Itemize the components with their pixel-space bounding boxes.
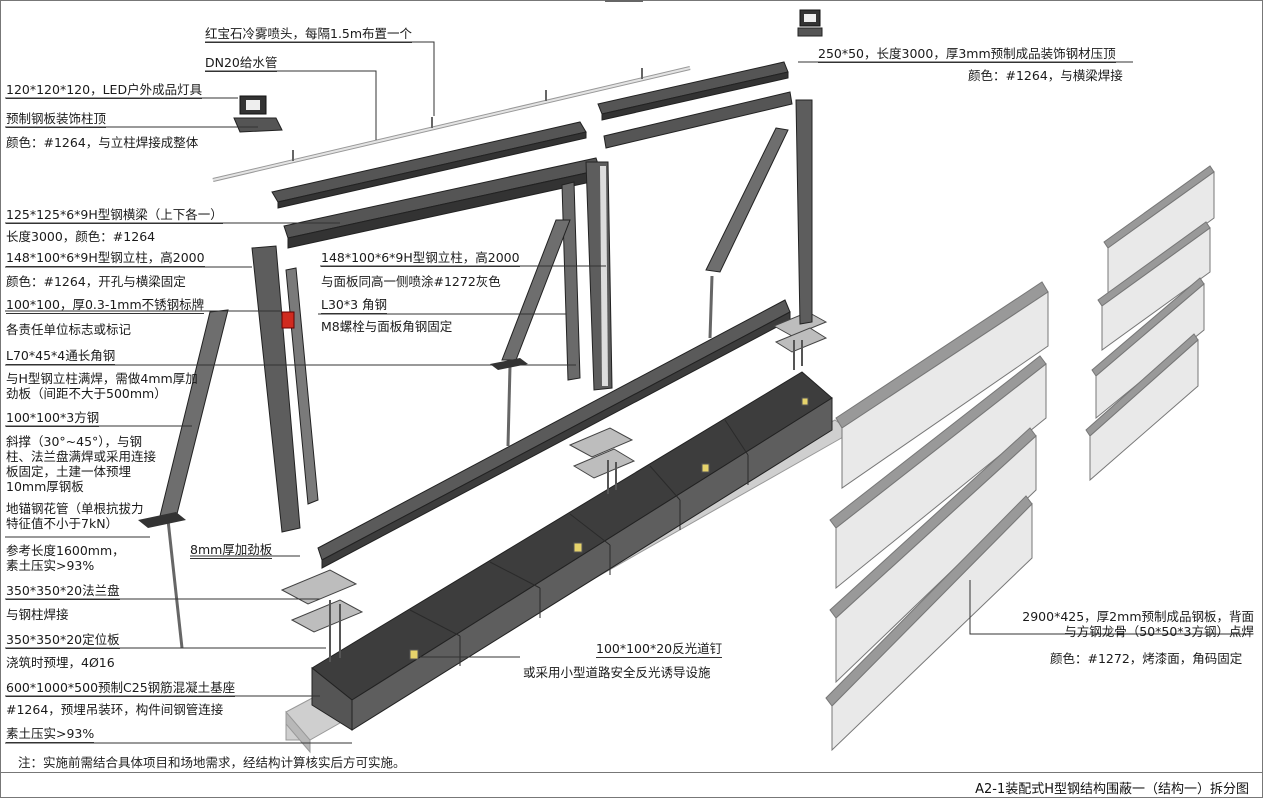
upper-beam-right [603,91,793,149]
label-stiffener: 8mm厚加劲板 [190,542,273,559]
anchor-bolts [329,340,803,662]
post-center [561,181,581,381]
label-beam-spec: 长度3000，颜色：#1264 [6,229,156,244]
label-post-b-color: 与面板同高一侧喷涂#1272灰色 [321,274,501,289]
label-reflector: 100*100*20反光道钉 [596,641,723,658]
led-lamp-right [797,9,823,37]
top-edge-mark [605,0,643,2]
label-beam: 125*125*6*9H型钢横梁（上下各一） [6,207,223,224]
label-spray-head: 红宝石冷雾喷头，每隔1.5m布置一个 [205,26,413,43]
label-locate-note: 浇筑时预埋，4Ø16 [6,655,115,670]
post-left [251,245,301,533]
base-segment-lines [409,419,749,666]
label-base: 600*1000*500预制C25钢筋混凝土基座 [6,680,236,697]
label-led-lamp: 120*120*120，LED户外成品灯具 [6,82,203,99]
spray-heads [292,68,643,161]
label-sign-plate: 100*100，厚0.3-1mm不锈钢标牌 [6,297,205,314]
label-brace-note: 斜撑（30°~45°），与钢柱、法兰盘满焊或采用连接板固定，土建一体预埋10mm… [6,434,157,494]
led-lamp-left [233,95,283,133]
label-reflector-note: 或采用小型道路安全反光诱导设施 [523,665,711,680]
concrete-base-side [351,397,833,731]
facing-panels-large [825,281,1049,752]
anchor-tubes [166,275,714,649]
label-locate-plate: 350*350*20定位板 [6,632,120,649]
label-water-pipe: DN20给水管 [205,55,278,72]
flange-assemblies [280,311,828,633]
sign-plate [281,311,295,329]
footnote: 注：实施前需结合具体项目和场地需求，经结构计算核实后方可实施。 [18,755,406,770]
brace-center [501,219,571,361]
label-angle-l70-note: 与H型钢立柱满焊，需做4mm厚加劲板（间距不大于500mm） [6,371,198,401]
label-square-tube: 100*100*3方钢 [6,410,100,427]
label-post-b: 148*100*6*9H型钢立柱，高2000 [321,250,520,267]
label-anchor-len: 参考长度1600mm，素土压实>93% [6,543,125,573]
label-post-cap: 预制钢板装饰柱顶 [6,111,107,128]
label-flange: 350*350*20法兰盘 [6,583,120,600]
label-base-note: #1264，预埋吊装环，构件间钢管连接 [6,702,224,717]
label-sign-plate-note: 各责任单位标志或标记 [6,322,132,337]
reflector-studs [409,397,809,660]
label-anchor: 地锚钢花管（单根抗拔力特征值不小于7kN） [6,501,144,531]
label-angle-l70: L70*45*4通长角钢 [6,348,116,365]
label-top-cap-color: 颜色：#1264，与横梁焊接 [968,68,1123,83]
brace-right [705,127,789,273]
label-post-a-color: 颜色：#1264，开孔与横梁固定 [6,274,186,289]
figure-title: A2-1装配式H型钢结构围蔽一（结构一）拆分图 [975,782,1249,797]
label-top-cap: 250*50，长度3000，厚3mm预制成品装饰钢材压顶 [818,46,1116,63]
label-panel-color: 颜色：#1272，烤漆面，角码固定 [1050,651,1243,666]
title-block: A2-1装配式H型钢结构围蔽一（结构一）拆分图 [0,772,1263,799]
anchor-plates [138,358,528,528]
facing-panels-small [1085,165,1215,482]
label-soil: 素土压实>93% [6,726,95,743]
label-flange-note: 与钢柱焊接 [6,607,69,622]
label-post-cap-color: 颜色：#1264，与立柱焊接成整体 [6,135,199,150]
label-angle-bolt: M8螺栓与面板角钢固定 [321,319,453,334]
label-post-a: 148*100*6*9H型钢立柱，高2000 [6,250,205,267]
post-right [585,161,613,391]
post-far [795,99,813,325]
label-panel: 2900*425，厚2mm预制成品钢板，背面与方钢龙骨（50*50*3方钢）点焊 [1022,609,1254,639]
brace-left [159,309,229,519]
label-angle-l30: L30*3 角钢 [321,297,388,314]
